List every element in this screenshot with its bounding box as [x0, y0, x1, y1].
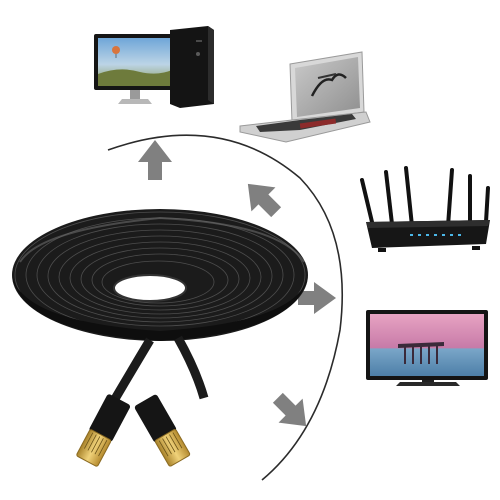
arrow-down-right-icon: [272, 392, 307, 427]
desktop-computer: [94, 26, 214, 108]
rj45-connector-right-icon: [134, 394, 191, 467]
arrow-right-icon: [298, 282, 336, 314]
tv-icon: [366, 310, 488, 386]
television: [366, 310, 488, 386]
arrow-up-icon: [138, 140, 172, 180]
flat-ethernet-cable: [12, 209, 308, 407]
arrow-up-right-icon: [247, 183, 282, 218]
monitor-icon: [94, 34, 176, 104]
laptop-icon: [239, 51, 371, 143]
laptop: [239, 51, 371, 143]
connection-arc: [107, 134, 343, 481]
tower-pc-icon: [170, 26, 214, 108]
rj45-connector-left-icon: [76, 394, 131, 467]
wifi-router: [360, 166, 490, 252]
router-icon: [360, 166, 490, 252]
